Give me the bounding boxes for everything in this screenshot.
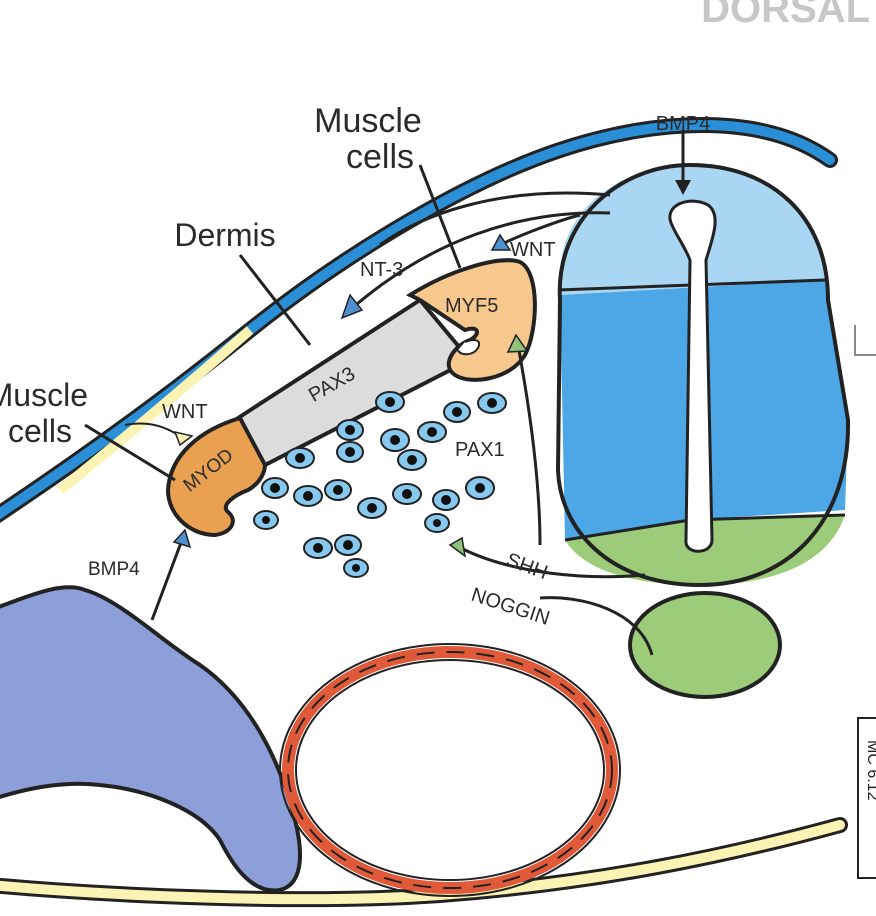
side-box <box>857 717 876 879</box>
label-pax1: PAX1 <box>455 439 505 461</box>
label-myf5: MYF5 <box>445 295 498 317</box>
side-bracket <box>854 325 876 356</box>
label-muscle-cells-top-2: cells <box>346 138 414 176</box>
dorsal-label: DORSAL <box>701 0 870 31</box>
label-wnt-top: WNT <box>510 239 556 261</box>
neural-tube <box>555 162 851 588</box>
label-muscle-cells-top-1: Muscle <box>314 102 422 140</box>
label-dermis: Dermis <box>174 217 275 253</box>
signal-arrows <box>124 130 691 656</box>
notochord <box>628 591 782 699</box>
leader-lines <box>84 164 462 482</box>
label-muscle-cells-left-1: Muscle <box>0 377 88 413</box>
side-box-text: MC 6.12 <box>864 740 876 801</box>
label-muscle-cells-left-2: cells <box>8 413 72 449</box>
sclerotome-nuclei <box>262 397 497 572</box>
label-shh: SHH <box>503 549 550 584</box>
label-bmp4-bottom: BMP4 <box>88 559 140 580</box>
ectoderm <box>0 117 838 523</box>
dermomyotome <box>165 258 537 538</box>
label-nt3: NT-3 <box>360 259 403 281</box>
label-wnt-left: WNT <box>162 401 208 423</box>
label-noggin: NOGGIN <box>468 584 552 630</box>
dorsal-aorta <box>279 643 621 897</box>
endoderm <box>0 585 302 893</box>
label-bmp4-top: BMP4 <box>656 113 710 135</box>
